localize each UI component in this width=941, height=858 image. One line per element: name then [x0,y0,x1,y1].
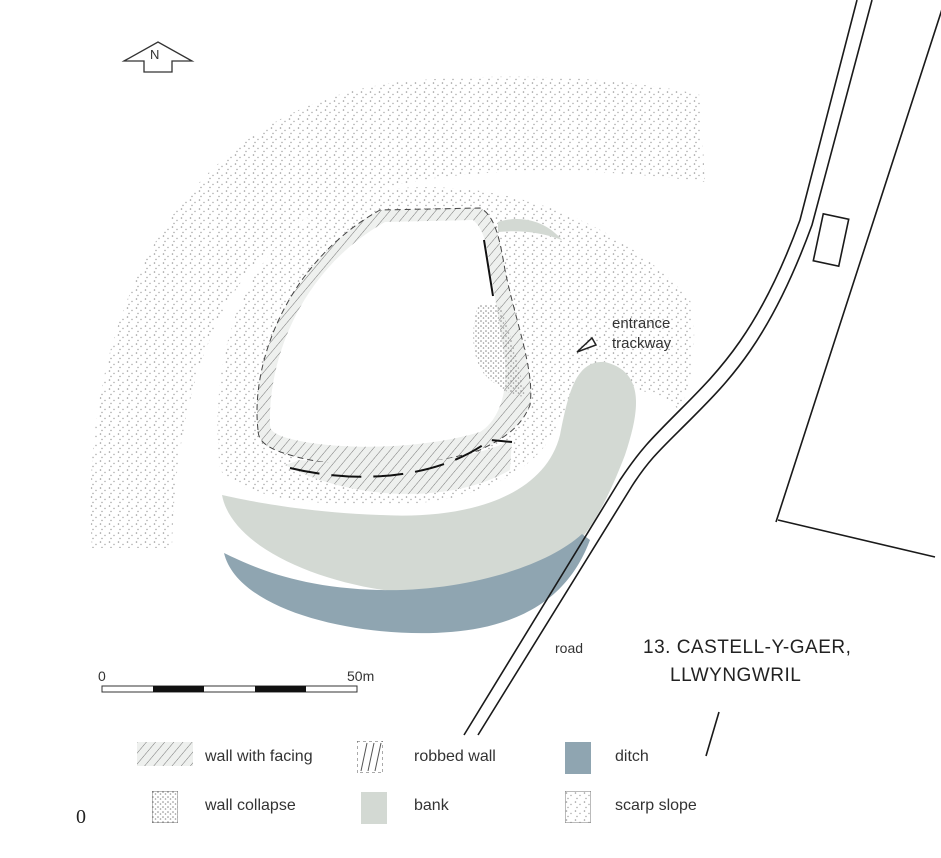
scale-start: 0 [98,668,106,684]
legend-label: wall collapse [205,797,296,814]
wall-collapse [473,305,525,397]
wall-facing-south [285,440,512,494]
robbed-wall-swatch [357,741,383,773]
scale-end: 50m [347,668,375,684]
facing-line [289,438,513,478]
scarp-slope-swatch [565,791,591,823]
site-subtitle: LLWYNGWRIL [670,665,802,686]
wall-collapse-swatch [152,791,178,823]
ditch-swatch [565,742,591,774]
field-boundary [777,519,936,558]
entrance-marker [576,336,598,353]
trackway-label: trackway [612,335,672,352]
enclosure-interior [269,220,506,447]
legend-label: wall with facing [205,748,313,765]
field-boundary [705,711,720,757]
building [812,212,850,268]
page-number: 0 [76,806,86,828]
legend-label: scarp slope [615,797,697,814]
field-boundary [775,9,941,523]
legend-label: bank [414,797,449,814]
bank-swatch [361,792,387,824]
road-edge-west [463,0,858,736]
ditch [224,534,590,634]
bank-northeast [498,219,562,240]
outer-scarp-slope [90,76,705,548]
road-edge-east [477,0,873,736]
legend-label: robbed wall [414,748,496,765]
wall-facing-swatch [137,742,193,766]
scale-bar [101,685,358,693]
legend-label: ditch [615,748,649,765]
entrance-label: entrance [612,315,671,332]
facing-line-east [483,239,494,297]
site-title: 13. CASTELL-Y-GAER, [643,637,852,658]
road-label: road [555,640,584,656]
bank [222,361,637,595]
north-arrow-icon [121,41,195,73]
north-label: N [150,47,160,62]
